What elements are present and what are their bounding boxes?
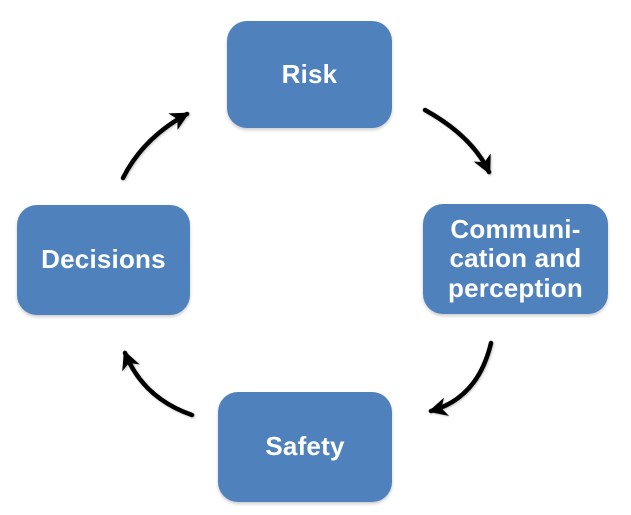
arrow-safety-to-decisions-icon: [122, 350, 195, 418]
node-communication: Communi- cation and perception: [423, 204, 608, 314]
arrow-risk-to-communication-icon: [422, 107, 492, 175]
node-safety-label: Safety: [265, 431, 345, 462]
arrow-communication-to-safety-icon: [428, 340, 494, 416]
node-safety: Safety: [218, 392, 392, 502]
node-decisions-label: Decisions: [41, 244, 166, 275]
node-risk-label: Risk: [281, 58, 338, 89]
node-communication-label: Communi- cation and perception: [448, 214, 583, 303]
node-decisions: Decisions: [17, 205, 190, 315]
node-risk: Risk: [227, 21, 392, 128]
arrow-decisions-to-risk-icon: [120, 111, 190, 181]
